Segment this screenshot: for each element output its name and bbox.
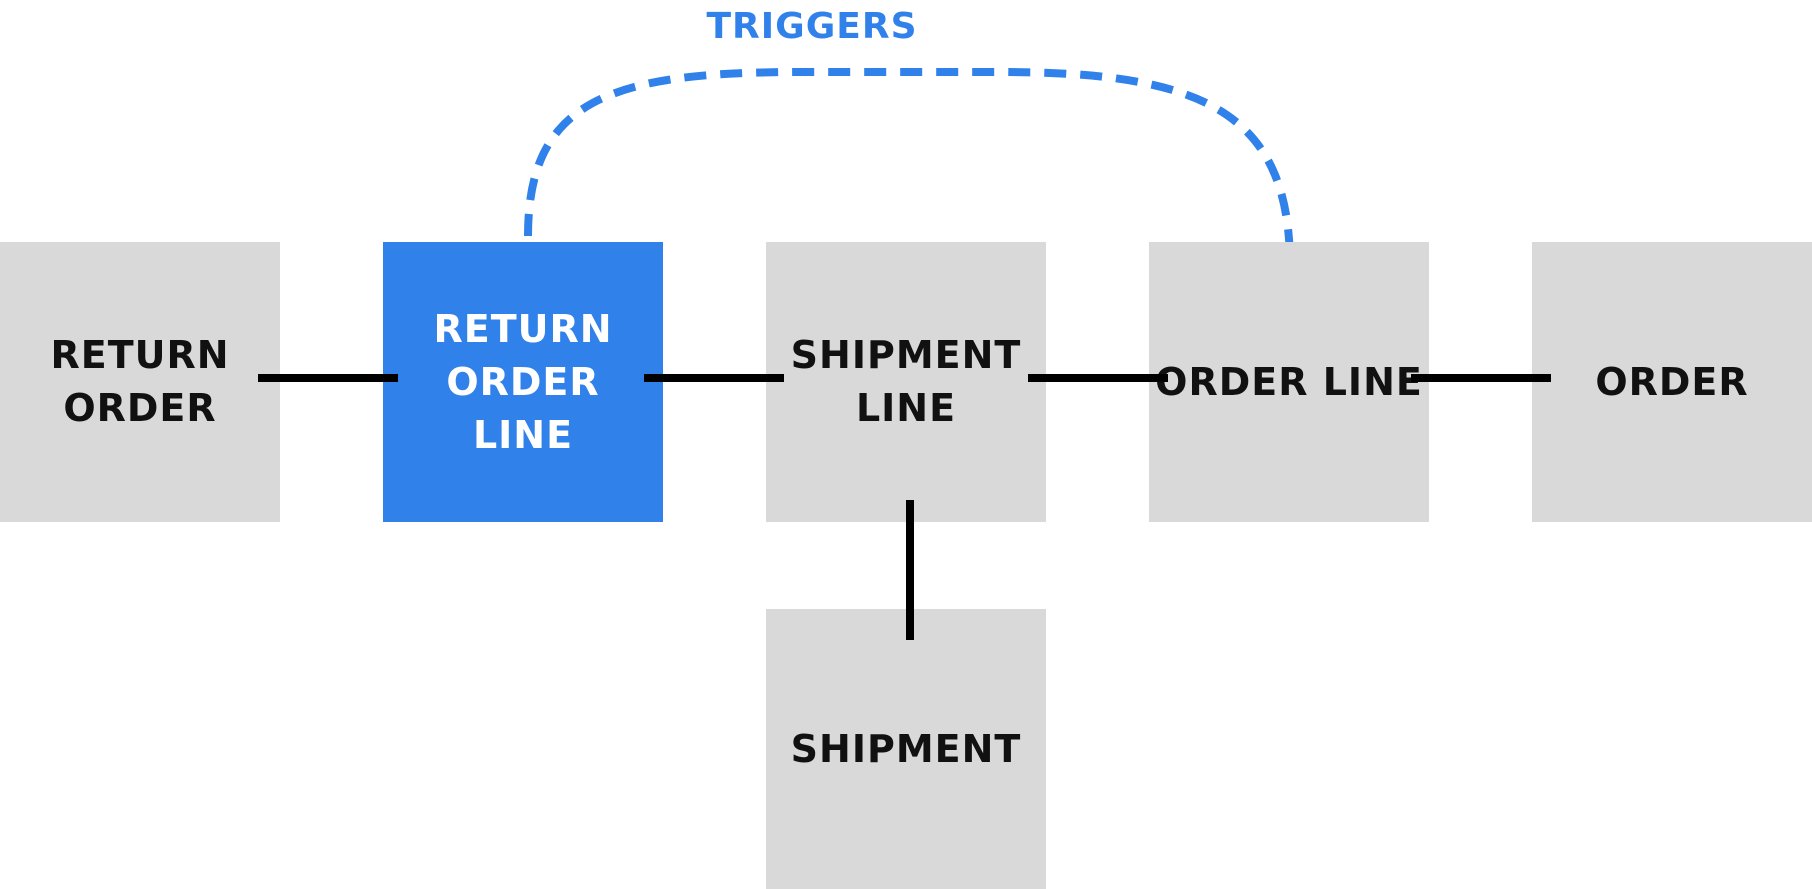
node-order-line: ORDER LINE — [1149, 242, 1429, 522]
node-shipment-line-label: SHIPMENT LINE — [790, 333, 1022, 430]
trigger-arc-path — [524, 68, 1294, 267]
node-return-order-label: RETURN ORDER — [50, 333, 230, 430]
trigger-label: TRIGGERS — [706, 6, 918, 47]
connector-shipment-line-to-shipment — [906, 500, 914, 640]
connector-order-line-to-order — [1411, 374, 1551, 382]
node-shipment-line: SHIPMENT LINE — [766, 242, 1046, 522]
node-return-order-line: RETURN ORDER LINE — [383, 242, 663, 522]
connector-return-order-to-return-order-line — [258, 374, 398, 382]
node-order-label: ORDER — [1595, 359, 1749, 404]
node-return-order-line-label: RETURN ORDER LINE — [433, 306, 613, 457]
node-order: ORDER — [1532, 242, 1812, 522]
node-shipment: SHIPMENT — [766, 609, 1046, 889]
node-shipment-label: SHIPMENT — [790, 726, 1022, 771]
node-return-order: RETURN ORDER — [0, 242, 280, 522]
node-order-line-label: ORDER LINE — [1155, 359, 1423, 404]
connector-return-order-line-to-shipment-line — [644, 374, 784, 382]
connector-shipment-line-to-order-line — [1028, 374, 1168, 382]
